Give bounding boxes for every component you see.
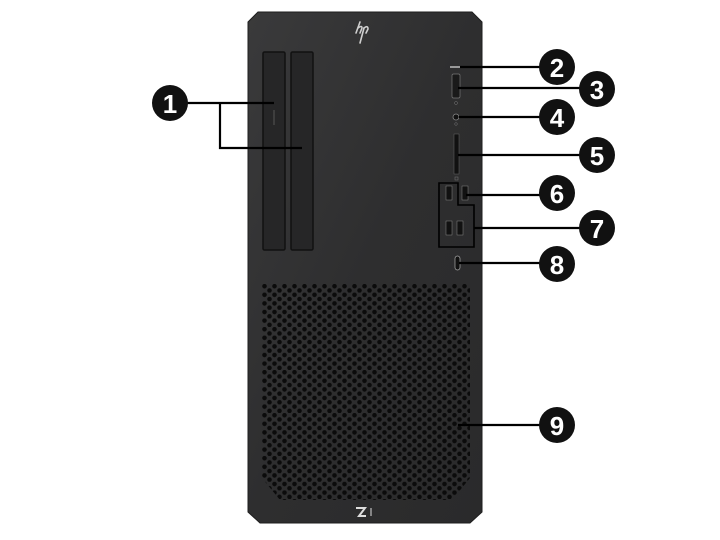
callout-number: 3 [590, 75, 604, 105]
front-grille [262, 284, 470, 500]
usb-group-outline [438, 182, 475, 248]
callout-number: 7 [590, 214, 604, 244]
callout-number: 2 [550, 53, 564, 83]
power-icon [454, 101, 458, 105]
drive-activity-light [450, 66, 462, 68]
drive-bay-right [290, 51, 314, 251]
callout-4: 4 [539, 99, 575, 135]
callout-number: 9 [550, 411, 564, 441]
leader-lines [186, 65, 585, 427]
usb-port-a3[interactable] [456, 220, 464, 236]
callout-9: 9 [539, 407, 575, 443]
callout-number: 8 [550, 250, 564, 280]
callout-number: 1 [163, 89, 177, 119]
callout-6: 6 [539, 175, 575, 211]
callout-5: 5 [579, 137, 615, 173]
usb-charging-port[interactable] [461, 185, 469, 201]
usb-port-a2[interactable] [445, 220, 453, 236]
callout-number: 5 [590, 141, 604, 171]
callout-2: 2 [539, 49, 575, 85]
hp-logo [355, 21, 369, 44]
usb-port-a1[interactable] [445, 185, 453, 201]
drive-bay-left [262, 51, 286, 251]
callout-number: 4 [550, 103, 565, 133]
callout-number: 6 [550, 179, 564, 209]
power-button[interactable] [451, 73, 461, 99]
callout-8: 8 [539, 246, 575, 282]
card-reader-icon [454, 176, 459, 181]
z1-badge [356, 507, 372, 517]
callout-3: 3 [579, 71, 615, 107]
callout-1: 1 [152, 85, 188, 121]
headset-icon [454, 122, 458, 126]
audio-jack[interactable] [452, 113, 460, 121]
callout-7: 7 [579, 210, 615, 246]
